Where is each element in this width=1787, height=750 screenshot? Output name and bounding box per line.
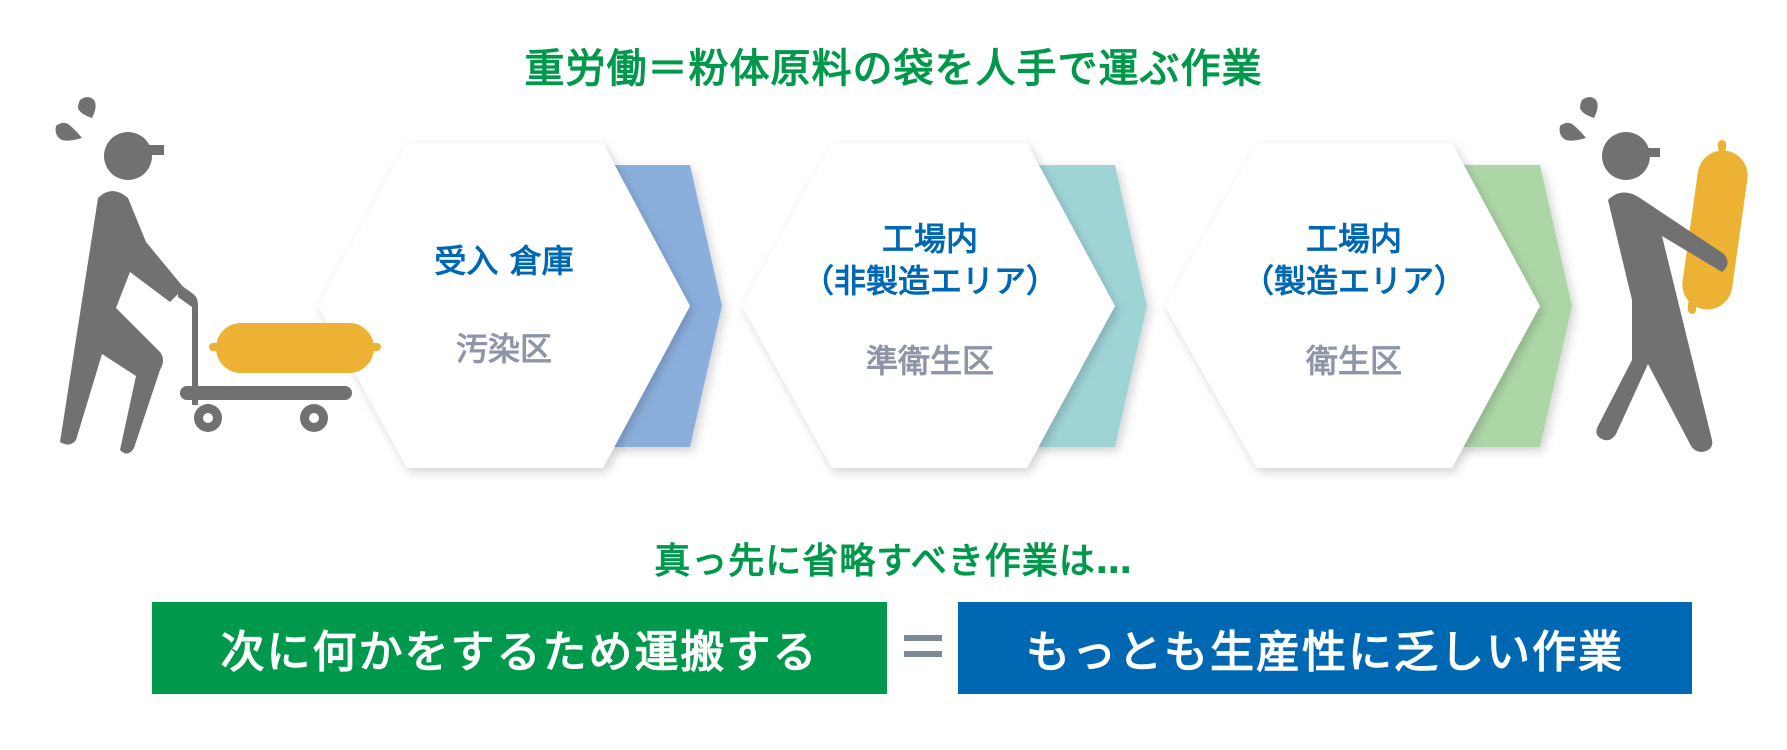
stage-2-zone: 準衛生区 — [865, 342, 994, 380]
stage-1-zone: 汚染区 — [455, 330, 552, 368]
stage-2-title-line2: （非製造エリア） — [801, 262, 1058, 300]
stage-1-label: 受入 倉庫 汚染区 — [404, 240, 604, 370]
diagram-title: 重労働＝粉体原料の袋を人手で運ぶ作業 — [524, 46, 1263, 92]
stage-1-title: 受入 倉庫 — [434, 242, 574, 280]
equation-left-box: 次に何かをするため運搬する — [152, 602, 887, 694]
worker-carrying-bag-icon — [1559, 97, 1728, 452]
stage-3-hexagon — [1165, 143, 1540, 468]
equation-right-box: もっとも生産性に乏しい作業 — [958, 602, 1692, 694]
equation-left-text: 次に何かをするため運搬する — [220, 627, 819, 678]
stage-2-label: 工場内 （非製造エリア） 準衛生区 — [780, 218, 1080, 382]
stage-2-hexagon — [742, 143, 1115, 468]
subtitle: 真っ先に省略すべき作業は… — [654, 541, 1133, 582]
stage-3-title-line2: （製造エリア） — [1241, 262, 1466, 300]
equals-icon — [904, 635, 942, 661]
stage-3-zone: 衛生区 — [1305, 342, 1402, 380]
stage-3-title-line1: 工場内 — [1305, 220, 1402, 258]
stage-2-title-line1: 工場内 — [881, 220, 978, 258]
powder-bag-icon — [1682, 140, 1748, 314]
stage-3-label: 工場内 （製造エリア） 衛生区 — [1204, 218, 1504, 382]
stage-1-hexagon — [318, 143, 690, 468]
worker-pushing-cart-icon — [55, 97, 352, 454]
equation-right-text: もっとも生産性に乏しい作業 — [1026, 627, 1624, 678]
powder-bag-icon — [209, 323, 381, 373]
